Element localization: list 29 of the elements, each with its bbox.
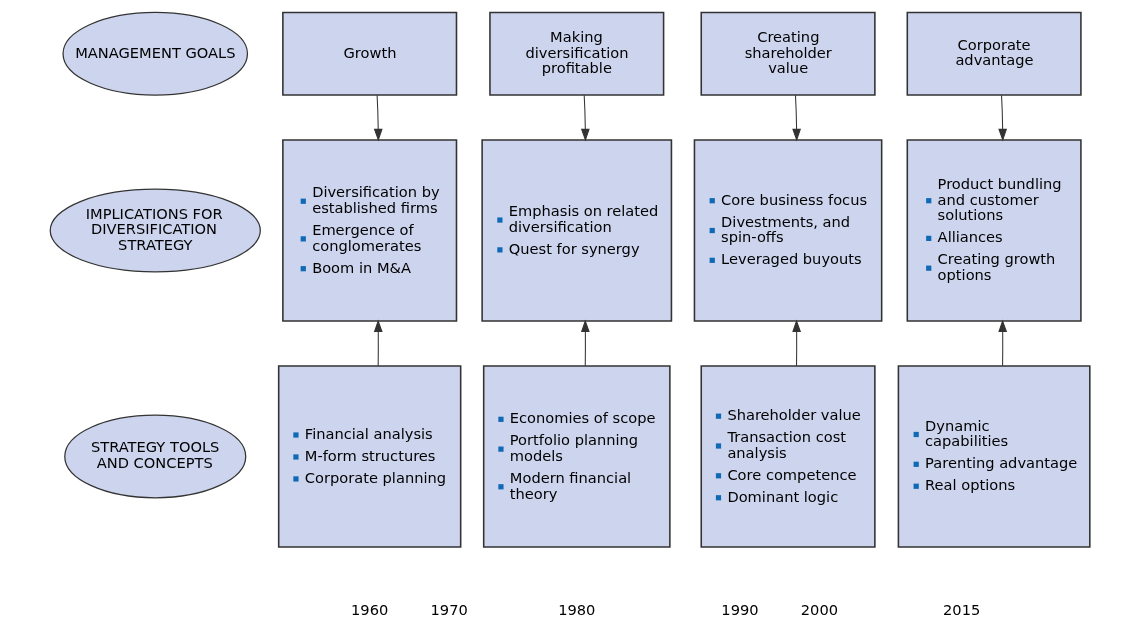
arrow — [580, 94, 590, 142]
node-box: Economies of scope Portfolio planning models Modern financial theory — [482, 365, 671, 548]
node-box: Financial analysis M-form structures Corporate planning — [277, 365, 461, 548]
arrow — [997, 94, 1007, 142]
arrow — [373, 94, 383, 142]
node-ellipse: IMPLICATIONS FOR DIVERSIFICATION STRATEGY — [49, 188, 261, 273]
node-box: Emphasis on related diversification Quest for synergy — [480, 139, 672, 322]
node-box: Shareholder value Transaction cost analysis Core competence Dominant logic — [699, 365, 876, 548]
arrow — [791, 94, 801, 142]
node-box: Making diversification profitable — [488, 11, 664, 96]
node-ellipse: MANAGEMENT GOALS — [61, 11, 248, 96]
label: 1960 — [350, 600, 388, 618]
label: 1970 — [430, 600, 468, 618]
arrow — [373, 319, 383, 367]
label: 2000 — [800, 600, 838, 618]
label: 1980 — [557, 600, 595, 618]
label: 1990 — [720, 600, 759, 618]
node-box: Product bundling and customer solutions Alliances Creating growth options — [906, 139, 1082, 322]
arrow — [997, 319, 1007, 367]
node-box: Dynamic capabilities Parenting advantage Real options — [897, 365, 1091, 548]
arrow — [791, 319, 801, 367]
node-box: Corporate advantage — [906, 11, 1082, 96]
node-box: Core business focus Divestments, and spin-offs Leveraged buyouts — [693, 139, 882, 322]
node-box: Diversification by established firms Emergence of conglomerates Boom in M&A — [281, 139, 457, 322]
node-box: Creating shareholder value — [699, 11, 876, 96]
label: 2015 — [942, 600, 980, 618]
arrow — [580, 319, 590, 367]
node-box: Growth — [281, 11, 457, 96]
node-ellipse: STRATEGY TOOLS AND CONCEPTS — [63, 414, 246, 499]
